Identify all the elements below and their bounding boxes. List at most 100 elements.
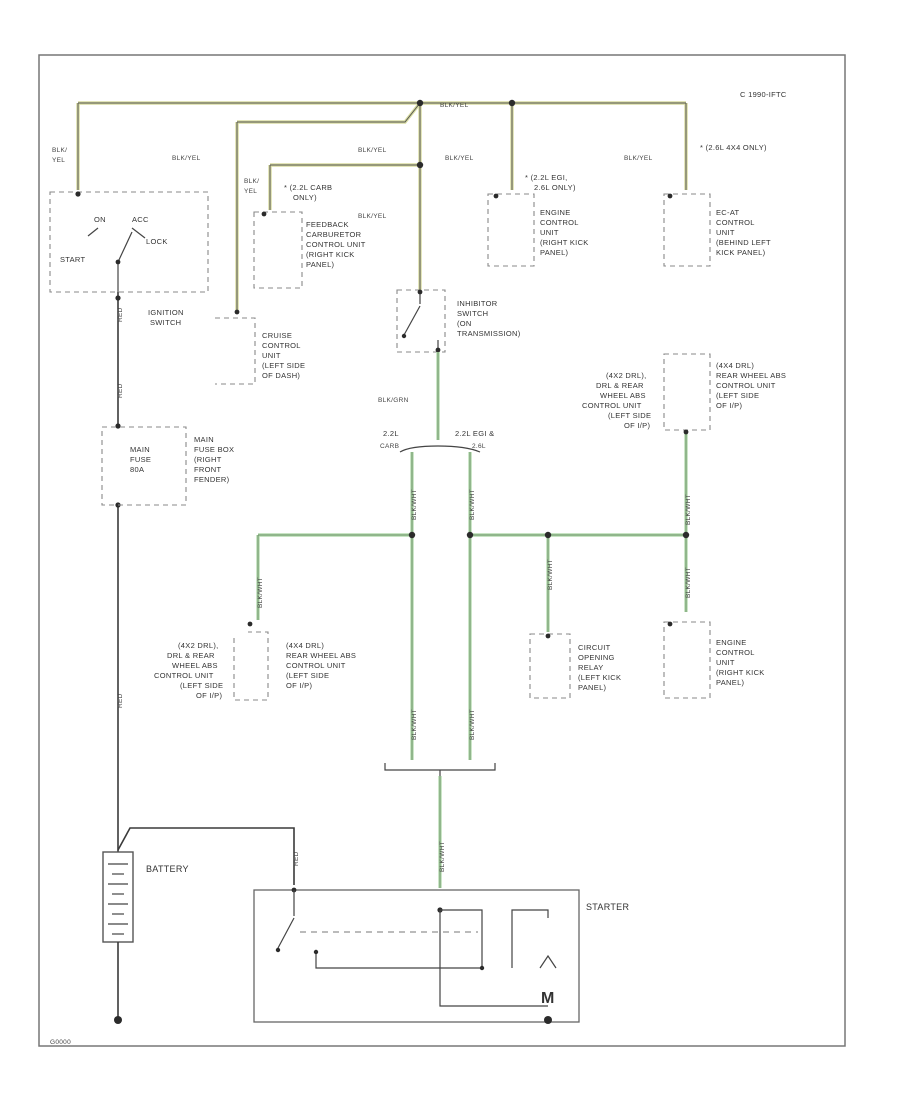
split-egi-2: 2.6L	[472, 443, 486, 450]
component-label: UNIT	[716, 228, 735, 237]
wire-label-blk-wht-5: BLK/WHT	[547, 559, 554, 590]
note-efi-2: 2.6L ONLY)	[534, 183, 576, 192]
component-label: EC-AT	[716, 208, 740, 217]
component-label: CONTROL	[262, 341, 301, 350]
wire-label-red-1: RED	[117, 307, 124, 322]
component-label: DRL & REAR	[167, 651, 215, 660]
component-label: OF I/P)	[286, 681, 312, 690]
ign-on: ON	[94, 215, 106, 224]
ignition-switch-label-2: SWITCH	[150, 318, 181, 327]
ign-start: START	[60, 255, 86, 264]
wire-label-blk-yel-stack-4: YEL	[244, 188, 257, 195]
component-label: FEEDBACK	[306, 220, 349, 229]
wire-label-red-2: RED	[117, 383, 124, 398]
component-label: (4X2 DRL),	[178, 641, 219, 650]
wire-label-blk-wht-7: BLK/WHT	[411, 709, 418, 740]
component-label: (LEFT KICK	[578, 673, 621, 682]
component-label: (4X2 DRL),	[606, 371, 647, 380]
component-label: RELAY	[578, 663, 604, 672]
component-label: (RIGHT KICK	[306, 250, 355, 259]
component-label: (4X4 DRL)	[716, 361, 754, 370]
component-label: (LEFT SIDE	[286, 671, 329, 680]
component-label: CONTROL UNIT	[154, 671, 214, 680]
ign-acc: ACC	[132, 215, 149, 224]
note-carb-1: * (2.2L CARB	[284, 183, 332, 192]
inhibitor-switch: INHIBITOR SWITCH (ON TRANSMISSION)	[396, 289, 521, 353]
wire-label-blk-yel-c: BLK/YEL	[445, 155, 474, 162]
circuit-opening-relay: CIRCUIT OPENING RELAY (LEFT KICK PANEL)	[529, 633, 621, 699]
battery	[102, 827, 295, 1024]
split-carb-1: 2.2L	[383, 429, 399, 438]
component-label: OF DASH)	[262, 371, 300, 380]
wire-label-blk-yel-stack-1: BLK/	[52, 147, 67, 154]
component-label: MAIN	[130, 445, 150, 454]
component-label: ENGINE	[540, 208, 571, 217]
component-label: FRONT	[194, 465, 221, 474]
wire-label-blk-grn: BLK/GRN	[378, 397, 409, 404]
footer-code: G0000	[50, 1039, 71, 1046]
component-label: (ON	[457, 319, 472, 328]
component-label: WHEEL ABS	[600, 391, 646, 400]
component-label: UNIT	[716, 658, 735, 667]
engine-control-unit-lower: ENGINE CONTROL UNIT (RIGHT KICK PANEL)	[663, 621, 765, 699]
component-label: INHIBITOR	[457, 299, 498, 308]
wire-label-blk-yel-a: BLK/YEL	[172, 155, 201, 162]
abs-control-unit-right-upper: (4X4 DRL) REAR WHEEL ABS CONTROL UNIT (L…	[582, 353, 786, 435]
component-label: FUSE BOX	[194, 445, 234, 454]
starter: M	[253, 887, 580, 1024]
blk-yel-harness	[76, 99, 688, 310]
blk-grn-harness	[256, 352, 690, 888]
component-label: CONTROL UNIT	[716, 381, 776, 390]
cruise-control-unit: CRUISE CONTROL UNIT (LEFT SIDE OF DASH)	[215, 309, 305, 385]
abs-control-unit-left-lower: (4X2 DRL), DRL & REAR WHEEL ABS CONTROL …	[154, 621, 356, 701]
component-label: PANEL)	[540, 248, 569, 257]
wire-label-blk-yel-d: BLK/YEL	[624, 155, 653, 162]
component-label: OPENING	[578, 653, 615, 662]
component-label: OF I/P)	[196, 691, 222, 700]
diagram-frame	[38, 54, 846, 1047]
component-label: (RIGHT KICK	[540, 238, 589, 247]
component-label: ENGINE	[716, 638, 747, 647]
component-label: (4X4 DRL)	[286, 641, 324, 650]
component-label: PANEL)	[578, 683, 607, 692]
component-label: 80A	[130, 465, 144, 474]
component-label: PANEL)	[306, 260, 335, 269]
diagram-code: C 1990-IFTC	[740, 90, 787, 99]
component-label: CONTROL UNIT	[582, 401, 642, 410]
note-carb-2: ONLY)	[293, 193, 317, 202]
starter-label: STARTER	[586, 902, 629, 912]
note-26-4x4: * (2.6L 4X4 ONLY)	[700, 143, 767, 152]
wire-label-blk-wht-8: BLK/WHT	[469, 709, 476, 740]
component-label: WHEEL ABS	[172, 661, 218, 670]
component-label: TRANSMISSION)	[457, 329, 521, 338]
component-label: OF I/P)	[716, 401, 742, 410]
component-label: PANEL)	[716, 678, 745, 687]
wire-label-red-battery: RED	[293, 851, 300, 866]
component-label: (LEFT SIDE	[180, 681, 223, 690]
component-label: REAR WHEEL ABS	[716, 371, 786, 380]
component-label: DRL & REAR	[596, 381, 644, 390]
component-label: CONTROL	[716, 648, 755, 657]
wire-label-blk-wht-9: BLK/WHT	[439, 841, 446, 872]
component-label: CARBURETOR	[306, 230, 362, 239]
wire-label-blk-yel-e: BLK/YEL	[358, 213, 387, 220]
ignition-switch: ON ACC START LOCK	[49, 191, 209, 293]
red-main-feed	[115, 292, 121, 852]
component-label: FENDER)	[194, 475, 230, 484]
ecat-control-unit: EC-AT CONTROL UNIT (BEHIND LEFT KICK PAN…	[663, 193, 771, 267]
wire-label-blk-yel-b: BLK/YEL	[358, 147, 387, 154]
wire-label-blk-yel-stack-3: BLK/	[244, 178, 259, 185]
main-fuse-box: MAIN FUSE 80A MAIN FUSE BOX (RIGHT FRONT…	[101, 426, 234, 506]
component-label: CONTROL	[716, 218, 755, 227]
component-label: OF I/P)	[624, 421, 650, 430]
wire-label-red-3: RED	[117, 693, 124, 708]
wire-label-blk-wht-1: BLK/WHT	[411, 489, 418, 520]
component-label: UNIT	[540, 228, 559, 237]
component-label: (RIGHT KICK	[716, 668, 765, 677]
component-label: MAIN	[194, 435, 214, 444]
feedback-carburetor-unit: FEEDBACK CARBURETOR CONTROL UNIT (RIGHT …	[253, 211, 365, 289]
component-label: (BEHIND LEFT	[716, 238, 771, 247]
component-label: REAR WHEEL ABS	[286, 651, 356, 660]
engine-control-unit-top: ENGINE CONTROL UNIT (RIGHT KICK PANEL)	[487, 193, 589, 267]
